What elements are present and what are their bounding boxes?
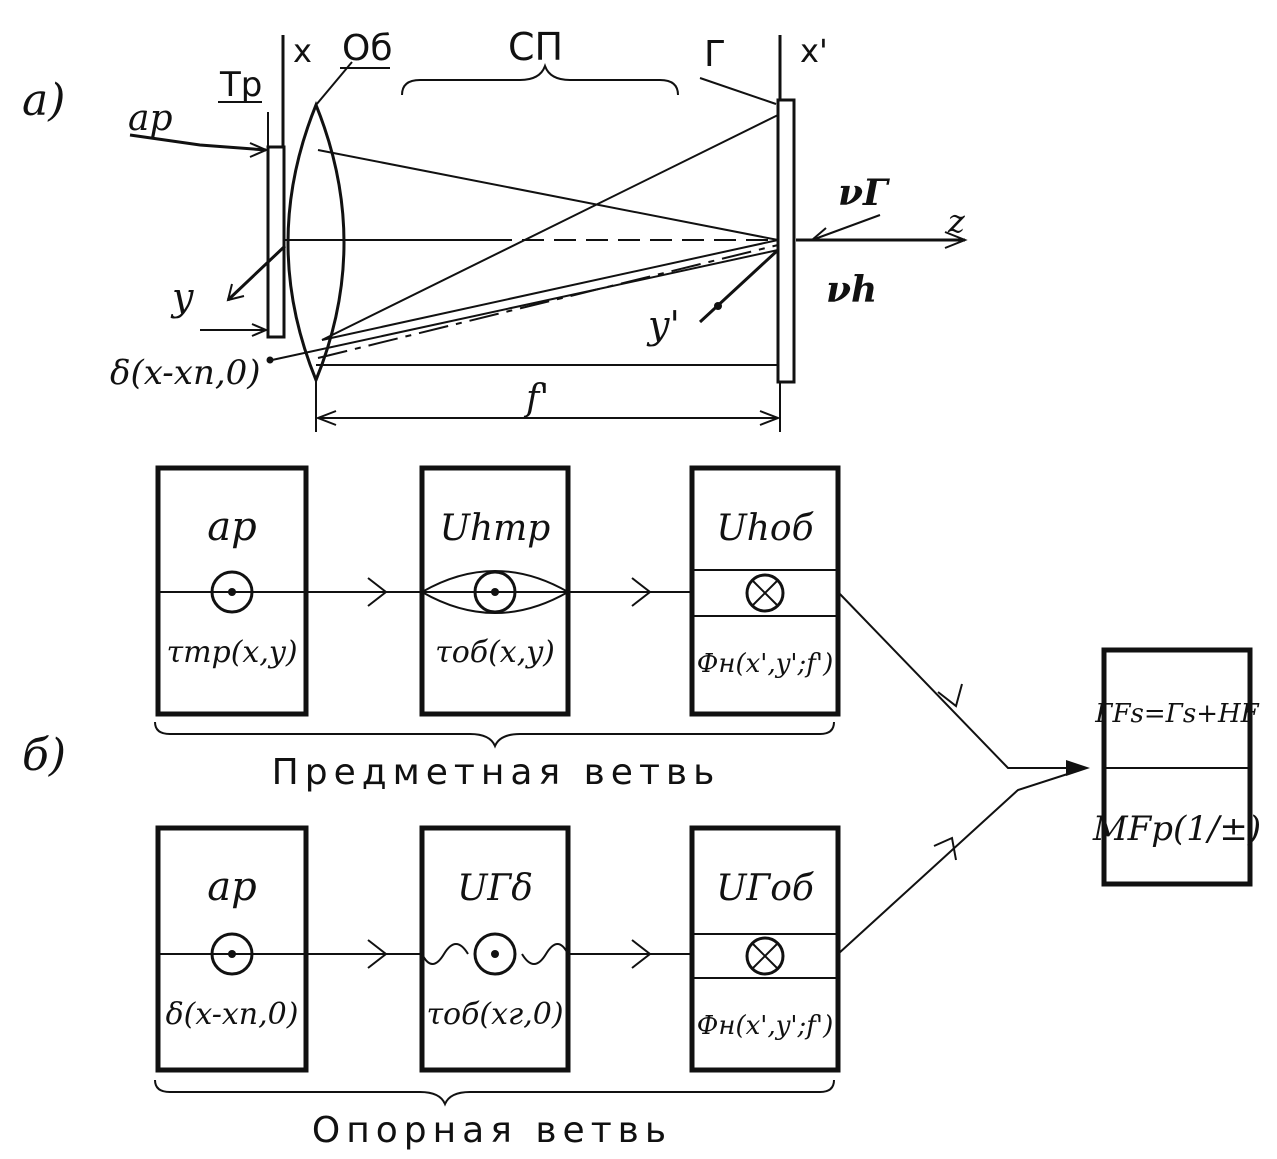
reference-box-2-wave-symbol xyxy=(421,943,569,965)
incident-beam xyxy=(129,133,267,152)
focal-label: f' xyxy=(523,378,549,419)
reference-box-2-dot xyxy=(491,950,499,958)
object-to-result-line xyxy=(837,591,1080,769)
ap-label: aр xyxy=(128,98,173,139)
tr-label: Тр xyxy=(219,65,262,105)
object-box-3-mixer xyxy=(745,573,785,613)
reference-box-2 xyxy=(419,825,571,1073)
object-box-1-top: aр xyxy=(207,504,256,550)
reference-box-2-circle xyxy=(473,932,517,976)
object-box-3-bottom: Фн(x',y';f') xyxy=(697,649,833,679)
ray-3 xyxy=(321,239,779,341)
y-prime-dot xyxy=(714,302,722,310)
reference-branch: aр δ(x-xп,0) UГδ τоб(xг,0) UГоб Фн(x',y'… xyxy=(154,825,841,1151)
objective-lens xyxy=(286,101,346,384)
object-box-1-dot xyxy=(228,588,236,596)
lower-arrowhead xyxy=(251,323,269,337)
y-axis xyxy=(226,244,287,302)
reference-link-2-arrow xyxy=(631,939,652,969)
delta-label: δ(x-xп,0) xyxy=(110,353,261,393)
reference-branch-caption: Опорная ветвь xyxy=(312,1110,672,1151)
nu-h-label: νh xyxy=(826,269,877,311)
reference-branch-brace xyxy=(154,1079,835,1107)
reference-box-3-bottom: Фн(x',y';f') xyxy=(697,1011,833,1041)
object-link-1-arrow xyxy=(367,577,388,607)
y-label: y xyxy=(170,275,194,319)
ob-label: Об xyxy=(342,28,393,69)
part-a-label: а) xyxy=(22,75,65,126)
incident-arrowhead xyxy=(249,142,269,158)
object-link-2-arrow xyxy=(631,577,652,607)
nu-g-label: νГ xyxy=(838,172,890,214)
optical-scheme: а) Тр x Об СП Г x' aр y xyxy=(22,25,968,432)
object-branch-brace xyxy=(154,721,835,749)
g-leader xyxy=(699,77,777,105)
reference-box-3-mixer xyxy=(745,936,785,976)
reference-box-1-circle xyxy=(210,932,254,976)
ray-2 xyxy=(321,114,779,341)
object-box-2-circle xyxy=(473,570,517,614)
y-prime-axis xyxy=(698,248,780,324)
object-box-2-dot xyxy=(491,588,499,596)
f-arrow-right xyxy=(759,410,781,426)
point-source-dot xyxy=(266,356,274,364)
object-box-2-bottom: τоб(x,y) xyxy=(435,635,555,670)
f-arrow-left xyxy=(315,410,337,426)
reference-box-2-bottom: τоб(xг,0) xyxy=(426,997,563,1032)
z-arrowhead xyxy=(944,231,968,249)
y-prime-label: y' xyxy=(646,303,680,347)
object-branch: aр τтр(x,y) Uhтр τоб(x,y) Uhоб Фн(x',y';… xyxy=(154,465,841,793)
result-box-top: ГFs=Гs+HF xyxy=(1094,699,1259,729)
reference-box-1 xyxy=(155,825,309,1073)
object-line-arrow xyxy=(937,683,963,708)
reference-box-3 xyxy=(689,825,841,1073)
transparency-plate xyxy=(266,145,286,339)
reference-box-1-dot xyxy=(228,950,236,958)
ray-1 xyxy=(317,149,779,241)
object-box-3-top: Uhоб xyxy=(716,508,814,549)
object-branch-caption: Предметная ветвь xyxy=(272,752,721,793)
result-arrowhead xyxy=(1066,760,1090,776)
hologram-plate xyxy=(776,98,796,384)
object-box-3 xyxy=(689,465,841,717)
sp-label: СП xyxy=(508,25,563,69)
reference-to-result-line xyxy=(837,769,1081,955)
ray-4 xyxy=(317,244,779,359)
object-box-2-top: Uhтр xyxy=(440,508,551,549)
part-b-label: б) xyxy=(22,730,66,781)
object-box-3-mixer-x2 xyxy=(751,579,779,607)
reference-box-1-bottom: δ(x-xп,0) xyxy=(166,997,299,1032)
x-prime-axis-label: x' xyxy=(800,32,828,70)
ob-leader xyxy=(315,61,353,106)
object-box-1-circle xyxy=(210,570,254,614)
sp-brace xyxy=(401,63,679,96)
object-box-1-bottom: τтр(x,y) xyxy=(166,635,297,670)
ray-5 xyxy=(271,249,779,361)
reference-line-arrow xyxy=(933,836,957,861)
g-label: Г xyxy=(704,34,726,75)
z-label: z xyxy=(947,202,966,240)
reference-box-2-top: UГδ xyxy=(457,868,533,909)
block-diagram: б) aр τтр(x,y) Uhтр τоб(x,y) Uhоб xyxy=(22,465,1261,1151)
result-box-bottom: MFр(1/±) xyxy=(1092,809,1261,849)
nu-g-arrowhead xyxy=(809,227,830,241)
reference-box-3-mixer-x2 xyxy=(751,942,779,970)
x-axis-label: x xyxy=(293,32,312,70)
y-axis-arrowhead xyxy=(226,283,245,302)
reference-box-3-top: UГоб xyxy=(716,868,815,909)
reference-link-1-arrow xyxy=(367,939,388,969)
nu-g-vector xyxy=(811,214,881,241)
reference-box-1-top: aр xyxy=(207,864,256,910)
